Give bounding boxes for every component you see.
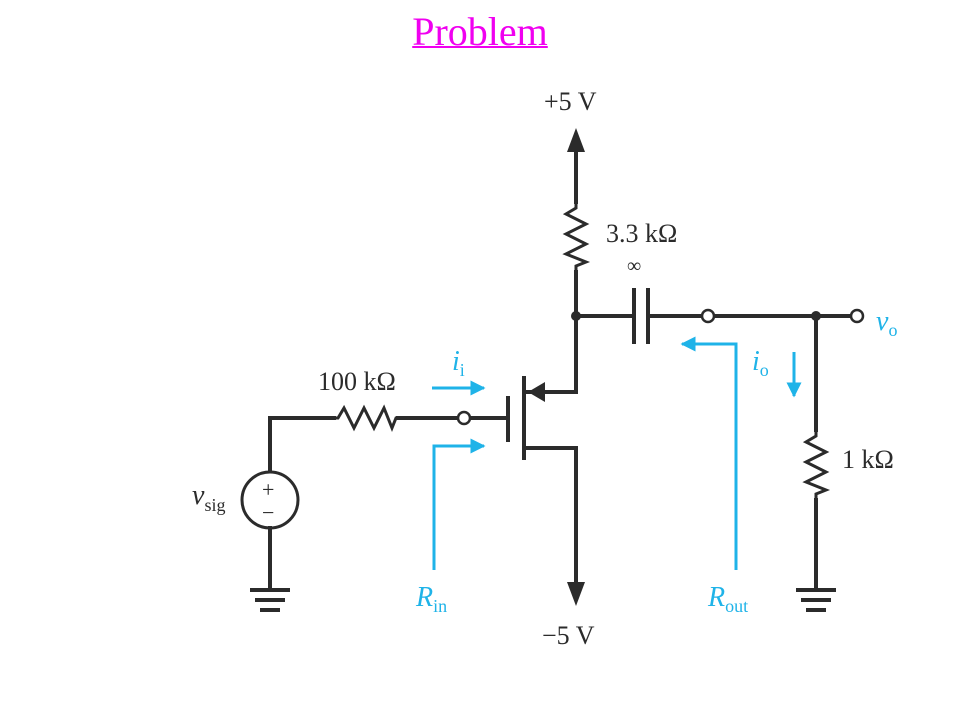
load-resistor-label: 1 kΩ	[842, 445, 894, 474]
svg-text:−: −	[262, 500, 274, 525]
drain-resistor-label: 3.3 kΩ	[606, 219, 677, 248]
coupling-capacitor	[632, 288, 650, 344]
signal-source: + −	[240, 470, 300, 530]
load-resistor	[802, 430, 831, 500]
vss-label: −5 V	[542, 621, 595, 650]
ground-icon	[796, 588, 836, 612]
drain-resistor	[562, 202, 591, 272]
gate-terminal	[456, 410, 472, 426]
vdd-supply-arrow	[567, 128, 585, 204]
svg-text:+: +	[262, 477, 274, 502]
signal-resistor	[332, 404, 400, 433]
capacitor-label: ∞	[627, 255, 641, 277]
vo-label: vo	[876, 306, 897, 340]
rout-arrow	[680, 336, 738, 570]
mosfet-transistor	[506, 376, 585, 606]
vo-terminal	[849, 308, 865, 324]
page-title: Problem	[412, 9, 548, 54]
rout-label: Rout	[707, 582, 748, 616]
io-label: io	[752, 346, 769, 380]
signal-resistor-label: 100 kΩ	[318, 367, 396, 396]
ground-icon	[250, 588, 290, 612]
ii-label: ii	[452, 346, 465, 380]
vdd-label: +5 V	[544, 87, 597, 116]
rin-label: Rin	[415, 582, 447, 616]
vsig-label: vsig	[192, 480, 225, 515]
rin-arrow	[432, 438, 486, 570]
output-terminal	[700, 308, 716, 324]
